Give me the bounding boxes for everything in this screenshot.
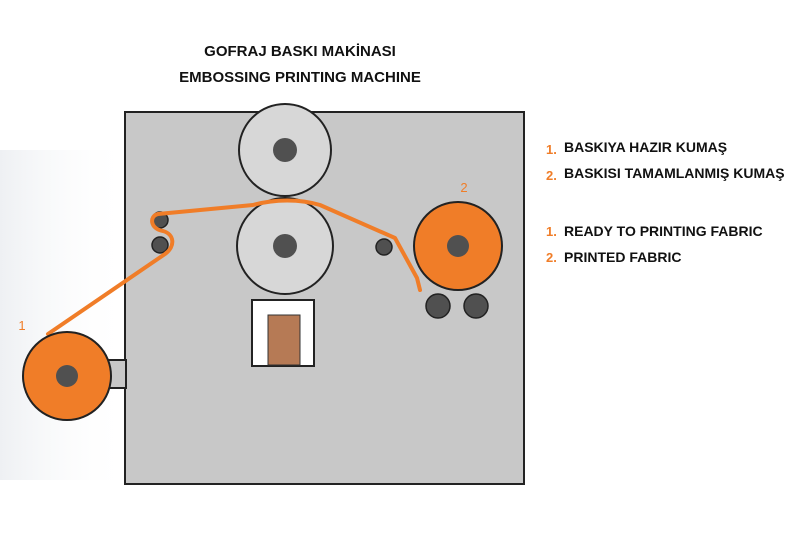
support-roller-right: [463, 293, 489, 319]
legend-tr-2-text: BASKISI TAMAMLANMIŞ KUMAŞ: [564, 165, 785, 181]
piston: [267, 314, 301, 366]
input-roll-number: 1: [18, 318, 25, 333]
title-english: EMBOSSING PRINTING MACHINE: [179, 69, 421, 86]
support-roller-left: [425, 293, 451, 319]
title-turkish: GOFRAJ BASKI MAKİNASI: [204, 43, 396, 60]
legend-en-1-text: READY TO PRINTING FABRIC: [564, 223, 763, 239]
legend-tr-1-text: BASKIYA HAZIR KUMAŞ: [564, 139, 727, 155]
legend-en-2-number: 2.: [546, 250, 557, 265]
legend-tr-1-number: 1.: [546, 142, 557, 157]
guide-roller-lower-left: [151, 236, 169, 254]
legend-en-2-text: PRINTED FABRIC: [564, 249, 681, 265]
output-roll-number: 2: [460, 180, 467, 195]
fabric-path: [46, 198, 422, 336]
upper-roller-hub: [273, 138, 297, 162]
output-roll-hub: [447, 235, 469, 257]
legend-en-1-number: 1.: [546, 224, 557, 239]
lower-roller-hub: [273, 234, 297, 258]
input-roll-hub: [56, 365, 78, 387]
legend-tr-2-number: 2.: [546, 168, 557, 183]
background-shade: [0, 150, 130, 480]
guide-roller-right: [375, 238, 393, 256]
